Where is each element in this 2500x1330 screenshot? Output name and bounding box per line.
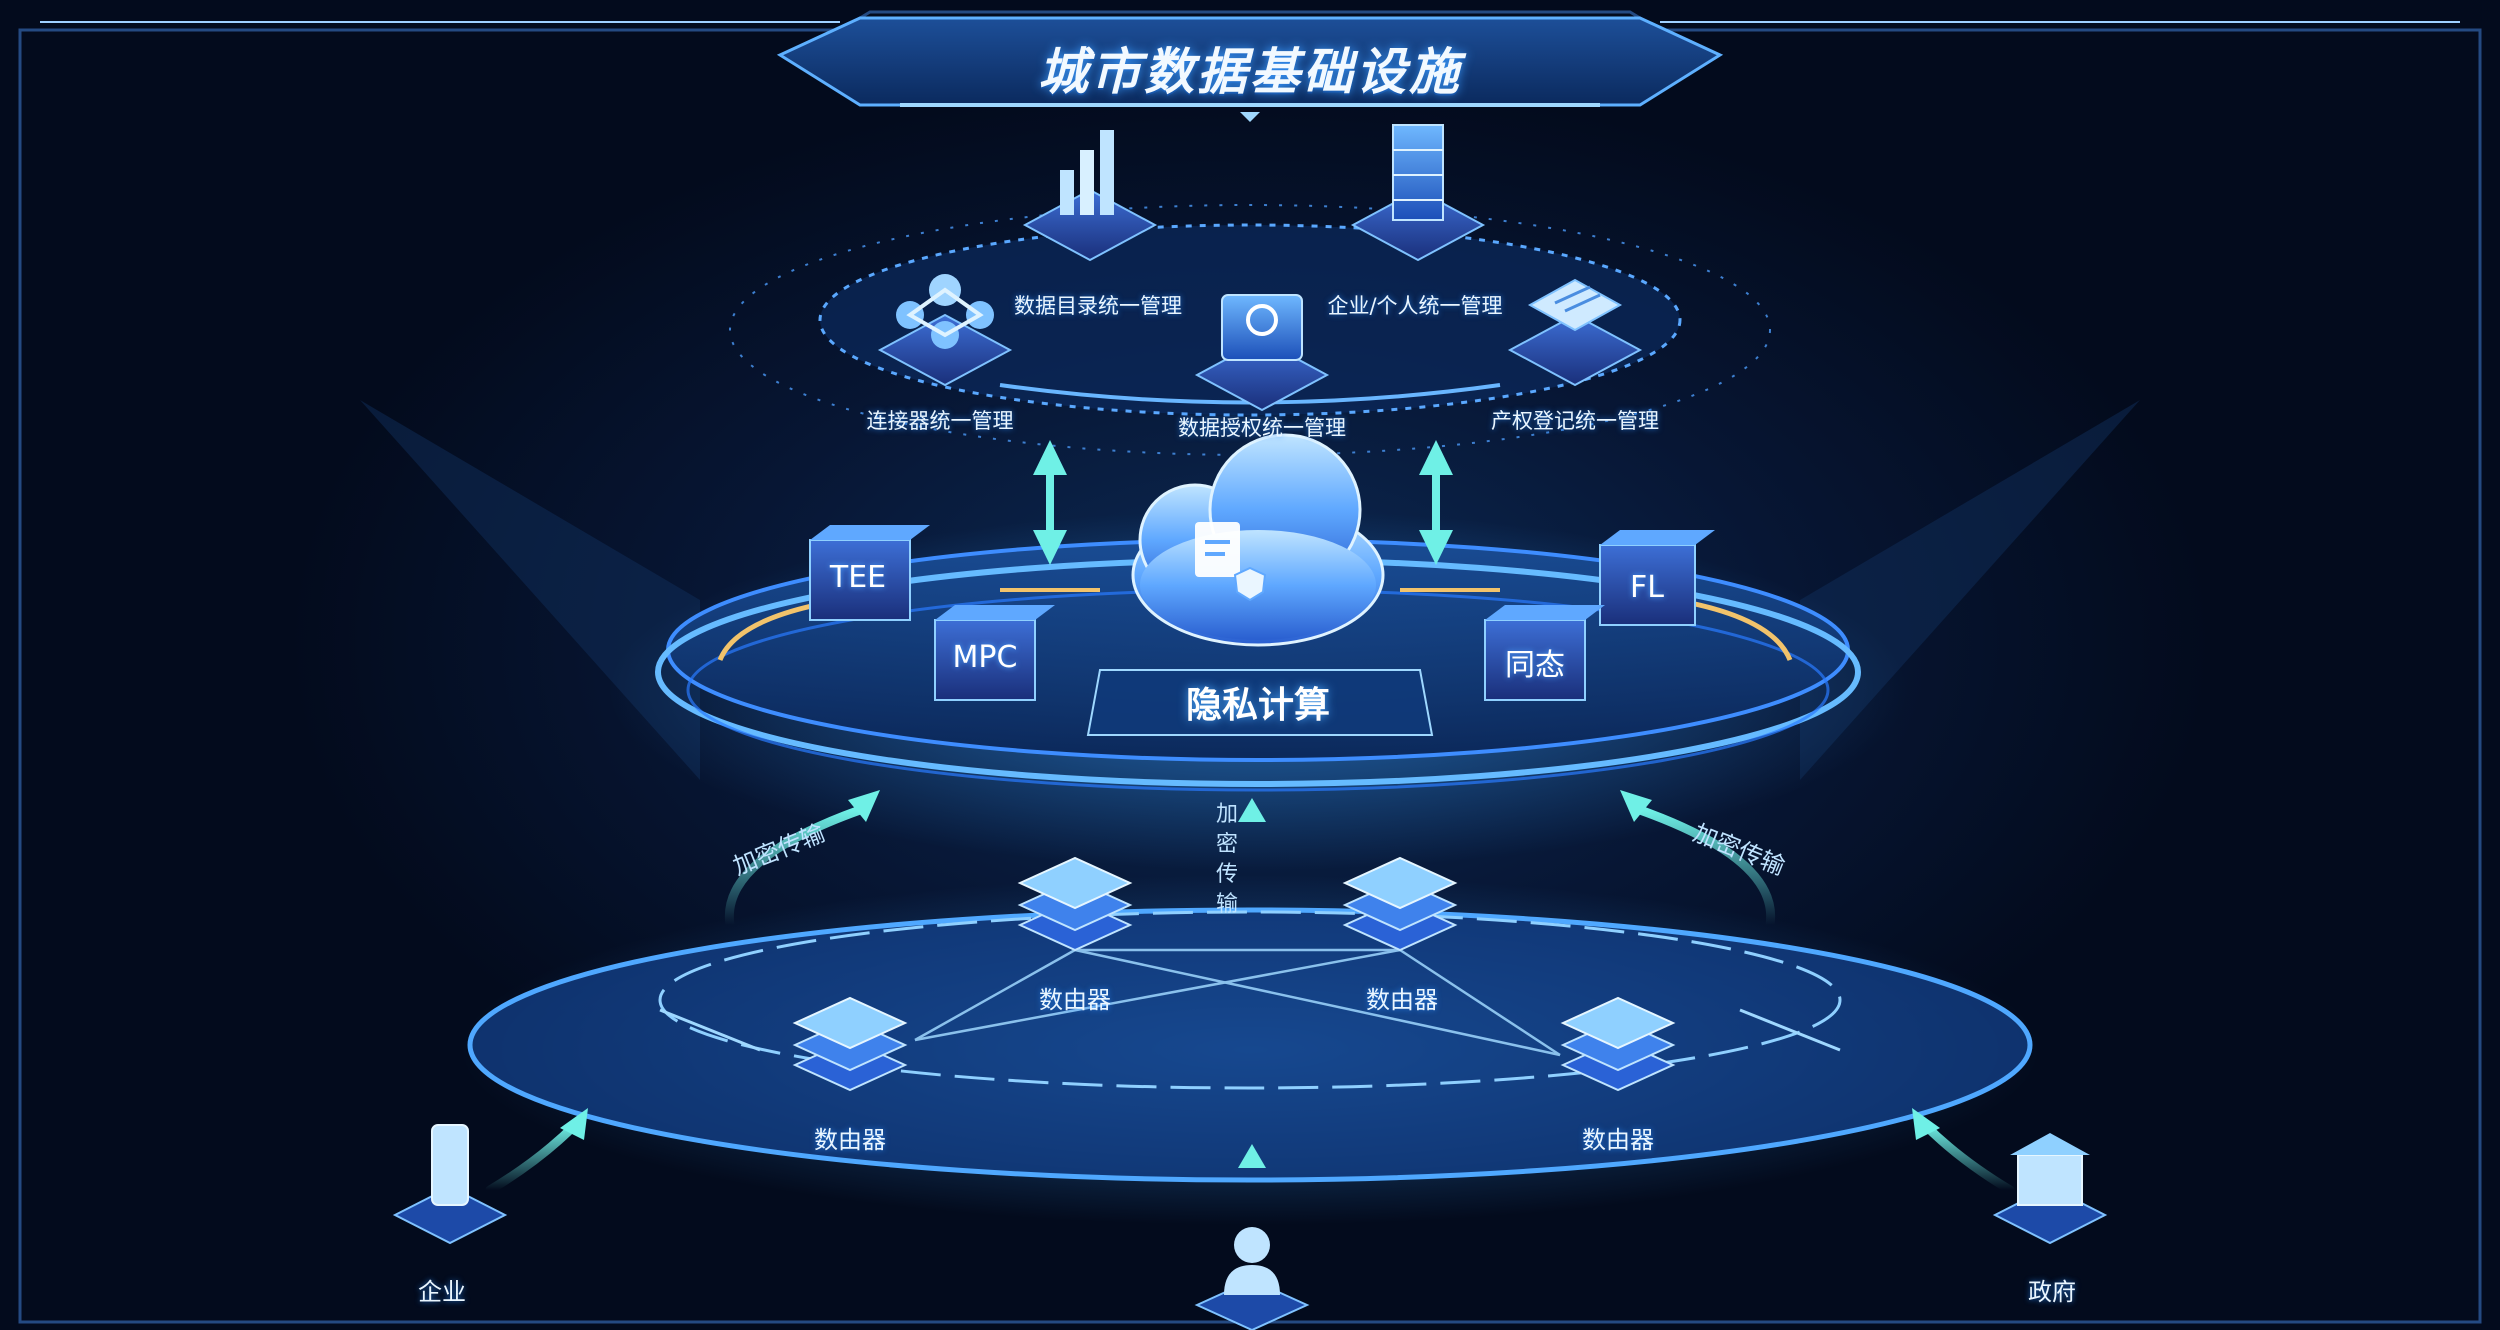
module-label-data-authorization: 数据授权统一管理 [1178, 416, 1346, 440]
tech-label-homomorphic: 同态 [1505, 648, 1565, 683]
authorization-icon [1194, 294, 1330, 412]
router-connections [914, 948, 1561, 1057]
page-title: 城市数据基础设施 [1038, 43, 1462, 101]
transmission-label-center: 加密传输 [1215, 802, 1238, 917]
router-label-3: 数由器 [814, 1126, 886, 1154]
transmission-arrows [485, 805, 2015, 1235]
title-plate [776, 16, 1724, 122]
module-label-property-registration: 产权登记统一管理 [1491, 409, 1659, 433]
document-icon [1507, 278, 1643, 387]
tech-cube-tee [809, 525, 930, 621]
router-label-4: 数由器 [1582, 1126, 1654, 1154]
government-building-icon [1992, 1133, 2108, 1245]
double-arrow-right [1419, 440, 1453, 565]
module-label-enterprise-personal: 企业/个人统一管理 [1327, 294, 1503, 318]
router-icon-1 [1017, 856, 1133, 952]
tech-cube-homomorphic [1484, 605, 1605, 701]
tech-label-fl: FL [1630, 570, 1664, 605]
entity-label-enterprise: 企业 [418, 1278, 466, 1306]
router-network-platform [460, 875, 2040, 1225]
double-arrow-left [1033, 440, 1067, 565]
router-label-2: 数由器 [1366, 986, 1438, 1014]
tech-label-mpc: MPC [952, 640, 1018, 675]
router-label-1: 数由器 [1039, 986, 1111, 1014]
privacy-computing-label: 隐私计算 [1185, 685, 1331, 726]
module-label-data-catalog: 数据目录统一管理 [1014, 294, 1182, 318]
tech-cube-fl [1599, 530, 1715, 626]
tech-cube-mpc [934, 605, 1055, 701]
center-label-plate [1086, 669, 1434, 736]
tech-label-tee: TEE [829, 560, 887, 595]
office-building-icon [392, 1124, 508, 1245]
cloud-shield-icon [1131, 433, 1385, 647]
module-label-connector: 连接器统一管理 [866, 409, 1014, 433]
router-icon-4 [1560, 996, 1676, 1092]
building-icon [1350, 124, 1486, 262]
router-icon-3 [792, 996, 908, 1092]
person-icon [1194, 1227, 1310, 1330]
entity-label-government: 政府 [2028, 1278, 2076, 1306]
connector-icon [877, 274, 1013, 387]
router-icon-2 [1342, 856, 1458, 952]
bar-chart-icon [1022, 130, 1158, 262]
